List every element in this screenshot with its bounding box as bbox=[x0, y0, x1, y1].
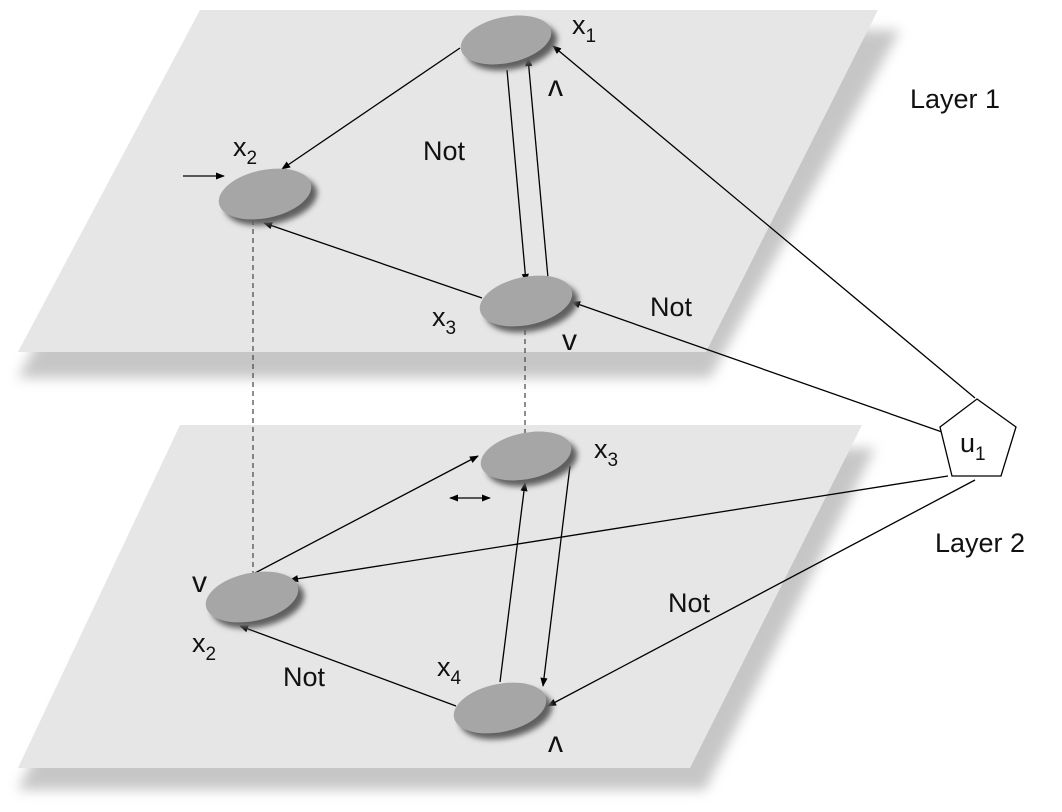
label-u1: u1 bbox=[960, 428, 986, 465]
layer-2-plane bbox=[18, 425, 875, 790]
edge-l2-x4-to-x2 bbox=[239, 625, 457, 707]
edge-label-not-l1-x1-x3: Not bbox=[423, 136, 466, 166]
edge-u1-to-l2-x2 bbox=[289, 475, 949, 583]
edge-l1-x1-to-x3 bbox=[506, 69, 529, 283]
edge-l1-x3-to-x2 bbox=[263, 222, 483, 299]
node-l1-x1 bbox=[460, 15, 558, 71]
edge-l1-x3-to-x1 bbox=[525, 57, 549, 279]
node-l1-x2 bbox=[218, 168, 318, 226]
edge-u1-to-l2-x4 bbox=[547, 479, 976, 707]
node-l2-x2 bbox=[205, 571, 305, 629]
label-l2-x3: x3 bbox=[594, 434, 618, 471]
edge-label-not-l1-u1-x3: Not bbox=[650, 292, 693, 322]
node-l2-x3 bbox=[480, 431, 578, 487]
label-l1-x3: x3 bbox=[432, 302, 456, 339]
edge-l2-x4-to-x3 bbox=[499, 482, 528, 683]
operator-or-l2-x2: v bbox=[192, 566, 207, 599]
node-l1-x3 bbox=[479, 275, 579, 333]
edge-u1-to-l1-x1 bbox=[552, 45, 976, 399]
operator-and-l2-x4: ʌ bbox=[548, 726, 563, 759]
label-l1-x1: x1 bbox=[572, 10, 596, 47]
label-l1-x2: x2 bbox=[233, 132, 257, 169]
node-u1 bbox=[939, 398, 1017, 477]
layer-1-label: Layer 1 bbox=[910, 84, 1000, 114]
node-l2-x4 bbox=[453, 682, 553, 740]
layer-2-label: Layer 2 bbox=[935, 528, 1025, 558]
edge-l1-x1-to-x2 bbox=[281, 47, 461, 170]
operator-and-l1-x1: ʌ bbox=[548, 70, 563, 103]
label-l2-x4: x4 bbox=[437, 652, 462, 689]
edge-label-not-l2-x4-x2: Not bbox=[283, 662, 326, 692]
edge-u1-to-l1-x3 bbox=[571, 301, 943, 433]
layer-1-plane bbox=[18, 10, 900, 378]
edge-l2-x3-to-x4 bbox=[540, 465, 571, 687]
operator-or-l1-x3: v bbox=[562, 324, 577, 357]
edge-l2-x2-to-x3 bbox=[252, 455, 479, 575]
label-l2-x2: x2 bbox=[192, 628, 216, 665]
edge-label-not-l2-u1-x4: Not bbox=[668, 588, 711, 618]
